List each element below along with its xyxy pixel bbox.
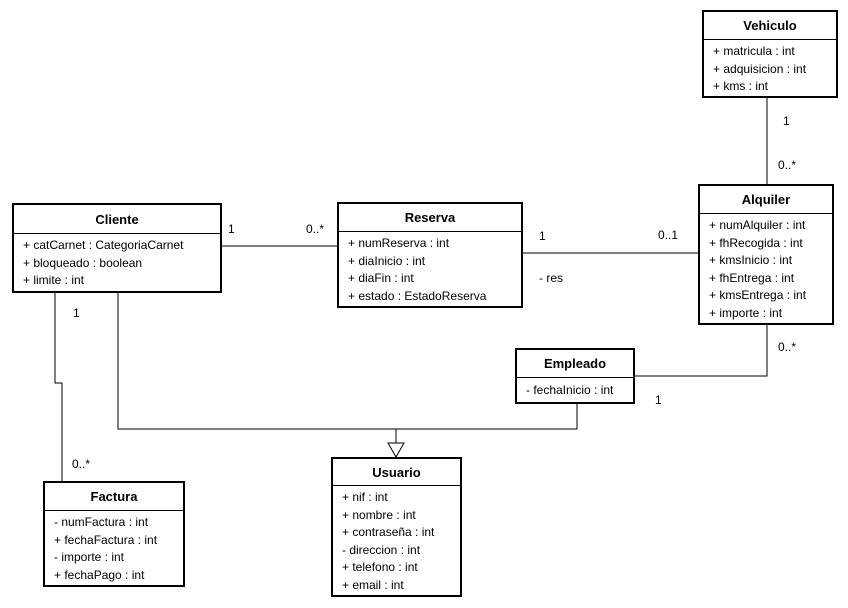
generalization-arrowhead [387, 442, 405, 459]
attribute: + diaInicio : int [348, 253, 426, 268]
multiplicity-label: 1 [228, 222, 235, 236]
attribute: + fhRecogida : int [709, 235, 803, 250]
multiplicity-label: 0..* [778, 158, 797, 172]
attribute: + email : int [342, 577, 404, 592]
multiplicity-label: 0..* [306, 222, 325, 236]
attribute-list: + numReserva : int + diaInicio : int + d… [339, 232, 521, 305]
class-usuario[interactable]: Usuario + nif : int + nombre : int + con… [331, 457, 462, 597]
generalization-empleado-usuario [396, 404, 578, 430]
class-name: Alquiler [700, 186, 832, 214]
class-alquiler[interactable]: Alquiler + numAlquiler : int + fhRecogid… [698, 184, 834, 325]
multiplicity-label: 0..1 [658, 228, 679, 242]
multiplicity-label: 1 [655, 393, 662, 407]
attribute: - direccion : int [342, 542, 421, 557]
attribute: + contraseña : int [342, 525, 435, 539]
attribute: + fechaFactura : int [54, 532, 158, 547]
class-reserva[interactable]: Reserva + numReserva : int + diaInicio :… [337, 202, 523, 308]
class-name: Reserva [339, 204, 521, 232]
attribute: + nif : int [342, 490, 388, 504]
attribute: + fhEntrega : int [709, 270, 795, 285]
attribute: + bloqueado : boolean [23, 255, 143, 270]
attribute: + importe : int [709, 305, 783, 320]
assoc-empleado-alquiler [635, 325, 768, 377]
attribute-list: - numFactura : int + fechaFactura : int … [45, 511, 183, 584]
attribute: - fechaInicio : int [526, 383, 614, 397]
role-label: - res [539, 271, 563, 285]
attribute: + estado : EstadoReserva [348, 288, 487, 303]
generalization-cliente-usuario [117, 293, 397, 443]
multiplicity-label: 1 [783, 114, 790, 128]
attribute: + matricula : int [713, 44, 795, 58]
attribute-list: + catCarnet : CategoriaCarnet + bloquead… [14, 234, 220, 290]
attribute-list: + numAlquiler : int + fhRecogida : int +… [700, 214, 832, 322]
class-name: Factura [45, 483, 183, 511]
class-empleado[interactable]: Empleado - fechaInicio : int [515, 348, 635, 404]
attribute-list: + nif : int + nombre : int + contraseña … [333, 486, 460, 594]
attribute: + kmsEntrega : int [709, 288, 807, 302]
class-factura[interactable]: Factura - numFactura : int + fechaFactur… [43, 481, 185, 587]
attribute-list: + matricula : int + adquisicion : int + … [704, 40, 836, 96]
multiplicity-label: 0..* [72, 457, 91, 471]
attribute: + fechaPago : int [54, 567, 145, 582]
attribute-list: - fechaInicio : int [517, 378, 633, 400]
attribute: + diaFin : int [348, 271, 414, 285]
multiplicity-label: 0..* [778, 340, 797, 354]
attribute: + limite : int [23, 273, 85, 287]
multiplicity-label: 1 [73, 306, 80, 320]
attribute: + kmsInicio : int [709, 253, 793, 267]
class-name: Cliente [14, 205, 220, 234]
multiplicity-label: 1 [539, 229, 546, 243]
class-name: Usuario [333, 459, 460, 486]
assoc-cliente-factura [54, 293, 63, 481]
attribute: + catCarnet : CategoriaCarnet [23, 238, 184, 252]
class-name: Vehiculo [704, 12, 836, 40]
class-cliente[interactable]: Cliente + catCarnet : CategoriaCarnet + … [12, 203, 222, 293]
attribute: + numReserva : int [348, 236, 450, 250]
attribute: + kms : int [713, 79, 769, 93]
attribute: - importe : int [54, 550, 125, 564]
attribute: - numFactura : int [54, 515, 149, 529]
attribute: + adquisicion : int [713, 61, 807, 76]
class-vehiculo[interactable]: Vehiculo + matricula : int + adquisicion… [702, 10, 838, 98]
attribute: + telefono : int [342, 560, 418, 574]
attribute: + nombre : int [342, 507, 416, 522]
attribute: + numAlquiler : int [709, 218, 806, 232]
class-name: Empleado [517, 350, 633, 378]
